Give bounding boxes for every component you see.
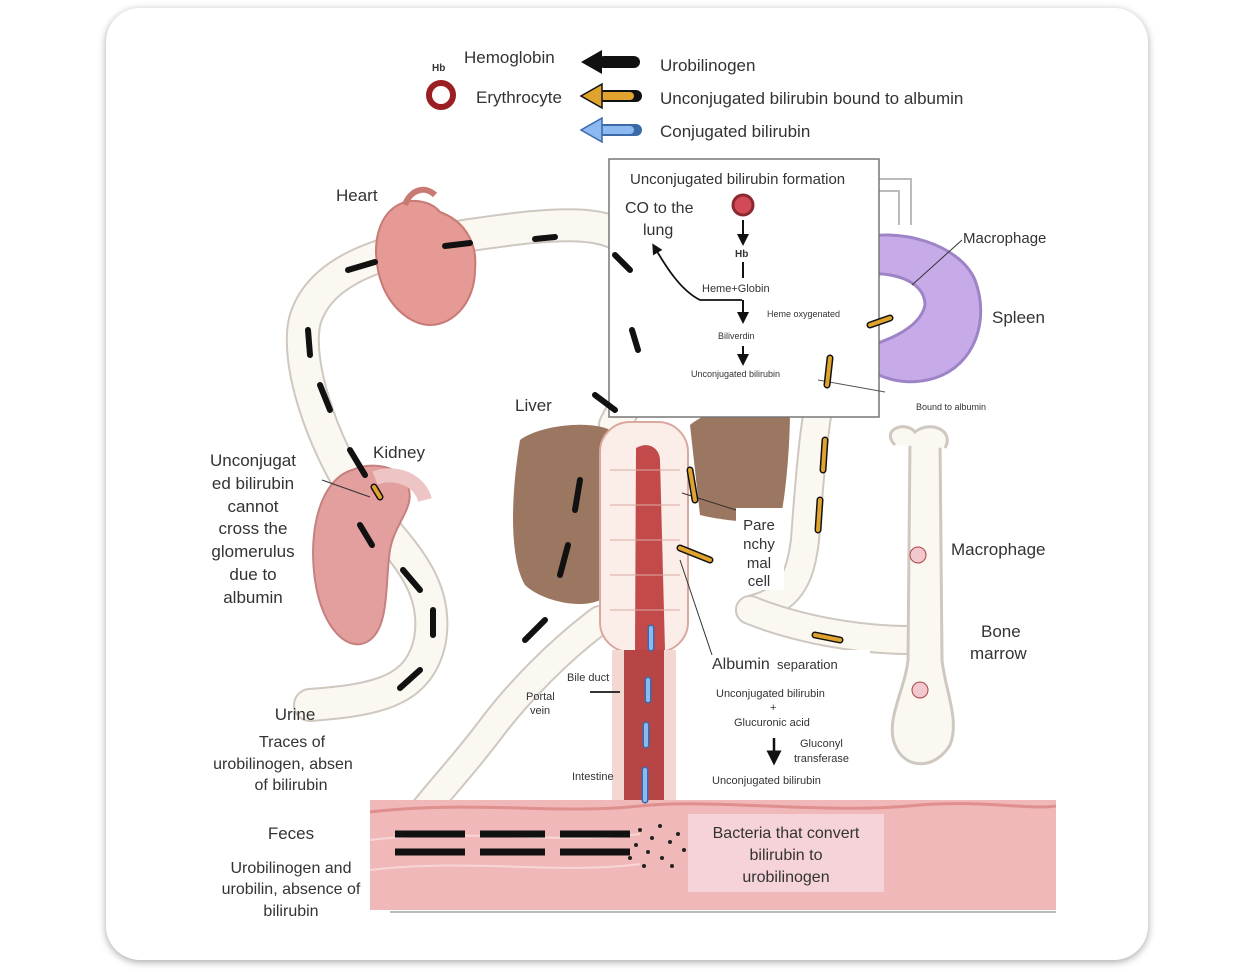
feces-note: Feces Urobilinogen and urobilin, absence…	[222, 824, 361, 920]
label-intestine: Intestine	[572, 771, 614, 783]
urine-title: Urine	[275, 705, 316, 724]
legend-hemoglobin: Hemoglobin	[464, 48, 555, 67]
bacteria-line: Bacteria that convert	[713, 825, 860, 842]
urine-line: Traces of	[259, 734, 326, 751]
parenchymal-label: Pare nchy mal cell	[681, 492, 784, 590]
legend: Hb Hemoglobin Erythrocyte Urobilinogen U…	[426, 48, 963, 144]
label-albumin: Albumin	[712, 656, 770, 673]
feces-title: Feces	[268, 824, 314, 843]
urine-line: of bilirubin	[255, 777, 328, 794]
kidney-note-line: Unconjugat	[210, 451, 296, 470]
legend-unconjugated: Unconjugated bilirubin bound to albumin	[660, 89, 963, 108]
label-liver: Liver	[515, 396, 552, 415]
unconjugated-flow-arrows	[370, 314, 894, 644]
label-macrophage-spleen: Macrophage	[963, 230, 1046, 247]
kidney-note-line: albumin	[223, 588, 283, 607]
conjugated-flow-arrows	[641, 624, 655, 804]
label-portal: Portal	[526, 691, 555, 703]
conjugation-box: Albumin separation Unconjugated bilirubi…	[679, 559, 870, 800]
conjugated-arrow-icon	[579, 116, 642, 144]
formation-hb: Hb	[735, 249, 748, 260]
formation-co-1: CO to the	[625, 200, 694, 217]
conj-gluconyl: Gluconyl	[800, 738, 843, 750]
label-kidney: Kidney	[373, 443, 425, 462]
heart	[375, 186, 477, 327]
conj-transferase: transferase	[794, 753, 849, 765]
feces-line: urobilin, absence of	[222, 881, 361, 898]
bacteria-line: bilirubin to	[750, 847, 823, 864]
feces-line: Urobilinogen and	[231, 860, 352, 877]
conj-plus: +	[770, 702, 776, 714]
bacteria-line: urobilinogen	[742, 869, 829, 886]
formation-heme-globin: Heme+Globin	[702, 283, 770, 295]
formation-bound: Bound to albumin	[916, 402, 986, 412]
formation-biliverdin: Biliverdin	[718, 331, 755, 341]
label-marrow: marrow	[970, 644, 1027, 663]
bone	[888, 425, 955, 766]
formation-co-2: lung	[643, 222, 673, 239]
legend-urobilinogen: Urobilinogen	[660, 56, 755, 75]
kidney-note-line: glomerulus	[211, 542, 294, 561]
label-heart: Heart	[336, 186, 378, 205]
kidney-note-line: cannot	[227, 497, 278, 516]
formation-heme-oxygenated: Heme oxygenated	[767, 309, 840, 319]
co-arrow	[652, 243, 742, 301]
conj-unconj: Unconjugated bilirubin	[716, 688, 825, 700]
kidney-note-line: cross the	[219, 519, 288, 538]
paren-line: nchy	[743, 536, 775, 553]
urine-line: urobilinogen, absen	[213, 756, 353, 773]
formation-box: Unconjugated bilirubin formation CO to t…	[608, 158, 986, 418]
erythrocyte-cell-icon	[731, 193, 755, 217]
erythrocyte-icon	[426, 80, 456, 110]
label-separation: separation	[777, 657, 838, 672]
unconjugated-arrow-icon	[579, 82, 642, 110]
urine-note: Urine Traces of urobilinogen, absen of b…	[213, 705, 353, 794]
legend-erythrocyte: Erythrocyte	[476, 88, 562, 107]
paren-line: cell	[748, 573, 771, 590]
label-bile-duct: Bile duct	[567, 672, 609, 684]
kidney	[312, 464, 432, 646]
feces-line: bilirubin	[263, 903, 318, 920]
feces-arrows	[395, 830, 630, 856]
urobilinogen-flow-arrows	[305, 234, 641, 691]
formation-unconj: Unconjugated bilirubin	[691, 369, 780, 379]
kidney-note-line: due to	[229, 565, 276, 584]
conj-result: Unconjugated bilirubin	[712, 775, 821, 787]
liver	[513, 405, 790, 605]
paren-line: mal	[747, 555, 771, 572]
paren-line: Pare	[743, 517, 775, 534]
label-spleen: Spleen	[992, 308, 1045, 327]
pointer-macrophage-spleen	[911, 239, 963, 286]
kidney-note: Unconjugat ed bilirubin cannot cross the…	[210, 451, 371, 607]
conj-glucuronic: Glucuronic acid	[734, 717, 810, 729]
label-macrophage-bone: Macrophage	[951, 540, 1046, 559]
bile-column	[599, 421, 689, 820]
label-bone: Bone	[981, 622, 1021, 641]
urobilinogen-arrow-icon	[581, 50, 640, 74]
hb-icon: Hb	[432, 63, 445, 74]
label-vein: vein	[530, 705, 550, 717]
bacteria-box	[688, 814, 884, 892]
formation-title: Unconjugated bilirubin formation	[630, 171, 845, 188]
kidney-note-line: ed bilirubin	[212, 474, 294, 493]
legend-conjugated: Conjugated bilirubin	[660, 122, 810, 141]
